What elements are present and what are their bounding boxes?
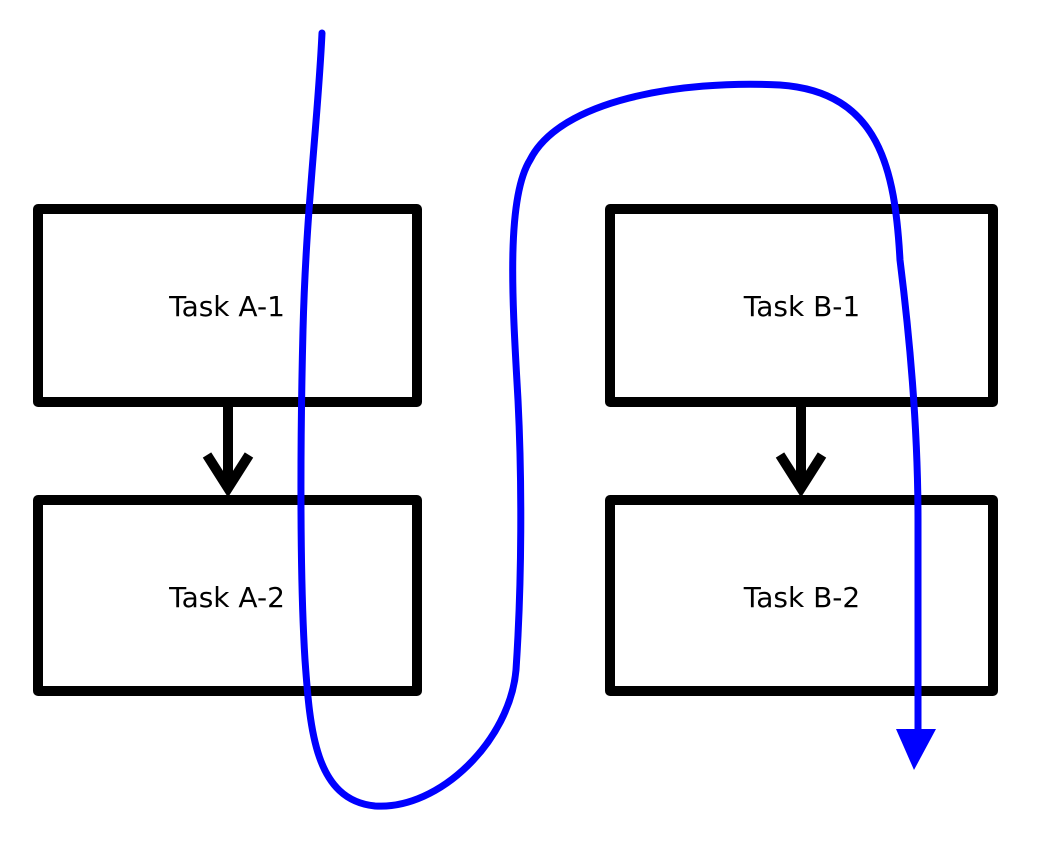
- execution-flow: [297, 29, 936, 810]
- task-box-b1: [605, 204, 998, 407]
- task-label-a2: Task A-2: [168, 581, 285, 614]
- task-node-a1: Task A-1: [33, 204, 422, 407]
- execution-flow-path: [297, 29, 922, 810]
- execution-flow-arrowhead: [896, 729, 936, 770]
- task-node-b2: Task B-2: [605, 495, 998, 696]
- task-label-b2: Task B-2: [743, 581, 860, 614]
- dependency-arrow-a: [202, 404, 254, 498]
- task-label-b1: Task B-1: [743, 290, 860, 323]
- dependency-arrow-a-head: [202, 452, 254, 498]
- task-box-a2: [33, 495, 422, 696]
- task-box-a1: [33, 204, 422, 407]
- task-box-b2: [605, 495, 998, 696]
- task-label-a1: Task A-1: [168, 290, 285, 323]
- dependency-arrow-b-head: [775, 452, 827, 498]
- task-node-a2: Task A-2: [33, 495, 422, 696]
- task-node-b1: Task B-1: [605, 204, 998, 407]
- dependency-arrow-b: [775, 404, 827, 498]
